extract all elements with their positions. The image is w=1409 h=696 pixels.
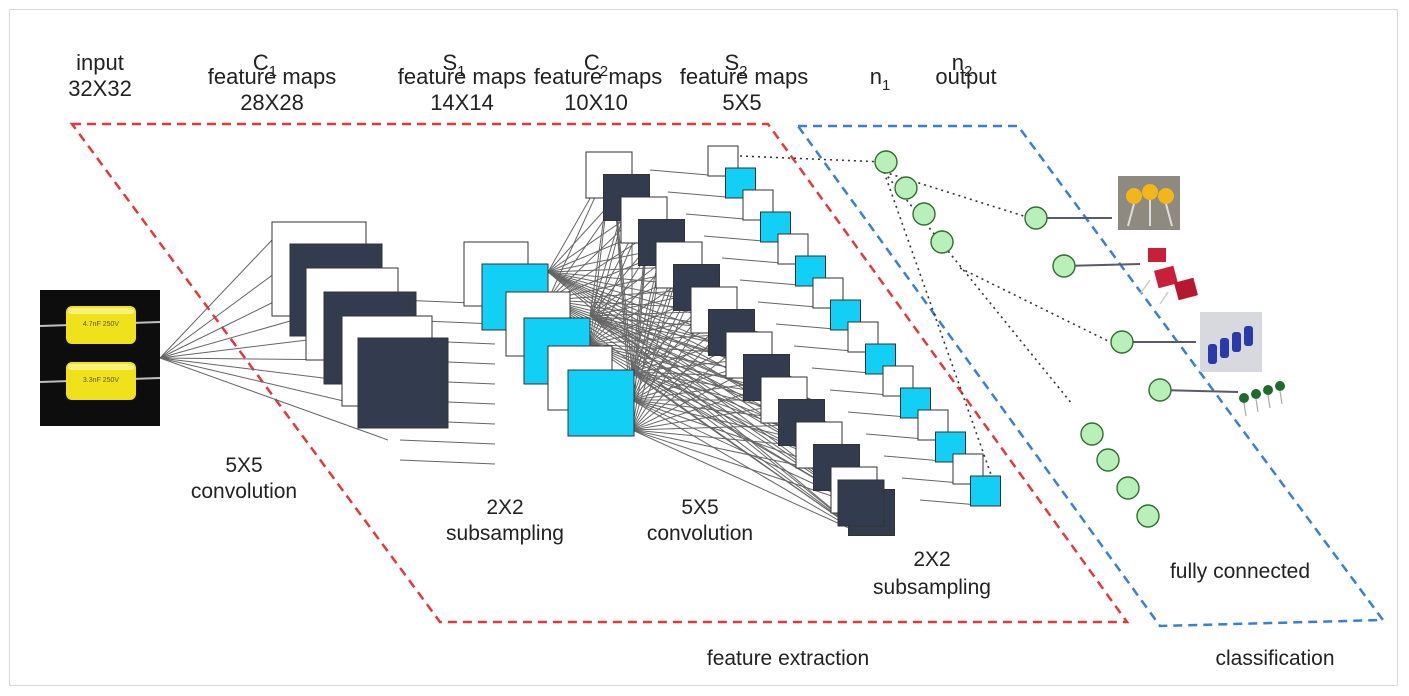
conv1-size: 5X5 xyxy=(225,454,262,477)
n1-neuron xyxy=(1080,422,1104,446)
output-icon-red-capacitors xyxy=(1139,248,1198,305)
classification-region xyxy=(795,124,1386,628)
sub2-size: 2X2 xyxy=(913,548,950,571)
svg-text:S1: S1 xyxy=(442,50,465,80)
s2-subscript: 2 xyxy=(739,63,747,80)
dense-connection-line xyxy=(547,299,863,507)
s1-letter: S xyxy=(442,50,457,75)
dotted-connection-line xyxy=(883,171,1001,501)
conv1-name: convolution xyxy=(191,480,297,503)
s2-letter: S xyxy=(724,50,739,75)
sub2-name: subsampling xyxy=(873,576,991,599)
conv2-name: convolution xyxy=(647,522,753,545)
dotted-connection-line xyxy=(739,155,885,163)
classification-label: classification xyxy=(1215,647,1334,670)
c1-kind: feature maps xyxy=(208,64,336,89)
svg-text:S2: S2 xyxy=(724,50,747,80)
dense-connection-line xyxy=(631,399,863,535)
dense-connection-line xyxy=(631,429,863,535)
c2-letter: C xyxy=(584,50,600,75)
c1-size: 28X28 xyxy=(240,90,304,115)
input-size: 32X32 xyxy=(68,76,132,101)
svg-text:n1: n1 xyxy=(870,64,891,94)
feature-extraction-label: feature extraction xyxy=(707,647,869,670)
n1-neuron xyxy=(1136,504,1160,528)
svg-text:n2: n2 xyxy=(952,50,973,80)
input-connection-line xyxy=(159,357,389,441)
n2-letter: n xyxy=(952,50,964,75)
s1-subscript: 1 xyxy=(457,63,465,80)
s1-size: 14X14 xyxy=(430,90,494,115)
n1-neuron xyxy=(1116,476,1140,500)
output-icon-green-capacitors xyxy=(1239,381,1285,417)
input-connection-line xyxy=(159,261,291,359)
c2-kind: feature maps xyxy=(534,64,662,89)
n1-neuron xyxy=(912,202,936,226)
feature-extraction-region xyxy=(69,122,1130,624)
output-connection-line xyxy=(1159,389,1239,393)
n1-letter: n xyxy=(870,64,882,89)
c2-feature-maps xyxy=(585,151,895,536)
capacitor-print-1: 4.7nF 250V xyxy=(83,321,120,328)
input-title: input xyxy=(76,50,124,75)
s1-map-cyan xyxy=(567,369,635,437)
n2-neuron xyxy=(1110,330,1134,354)
n1-subscript: 1 xyxy=(882,77,890,94)
s2-kind: feature maps xyxy=(680,64,808,89)
c1-map-dark xyxy=(357,337,449,429)
n1-neuron xyxy=(1096,448,1120,472)
c1-feature-maps xyxy=(271,221,449,429)
fully-connected-label: fully connected xyxy=(1170,560,1310,583)
n1-neuron xyxy=(874,150,898,174)
s1-kind: feature maps xyxy=(398,64,526,89)
dotted-connection-line xyxy=(959,267,1111,343)
dense-connection-line xyxy=(631,429,863,507)
c2-subscript: 2 xyxy=(600,63,608,80)
n1-neuron xyxy=(930,230,954,254)
capacitor-print-2: 3.3nF 250V xyxy=(83,377,120,384)
c2-size: 10X10 xyxy=(564,90,628,115)
c1-letter: C xyxy=(253,50,269,75)
n2-neuron xyxy=(1052,254,1076,278)
output-connection-line xyxy=(1063,263,1141,267)
output-icon-yellow-capacitors xyxy=(1118,176,1180,230)
output-icon-blue-capacitors xyxy=(1200,312,1262,372)
n2-neurons xyxy=(1024,206,1172,402)
n1-neurons xyxy=(874,150,1160,528)
c1-s1-connection-line xyxy=(399,439,496,445)
c1-subscript: 1 xyxy=(269,63,277,80)
s2-size: 5X5 xyxy=(722,90,761,115)
figure-frame xyxy=(9,9,1398,686)
output-label: output xyxy=(935,64,996,89)
n2-neuron xyxy=(1148,378,1172,402)
input-image: 4.7nF 250V 3.3nF 250V xyxy=(39,290,161,426)
n2-subscript: 2 xyxy=(964,63,972,80)
c2-map-dark xyxy=(837,479,885,527)
svg-text:C1: C1 xyxy=(253,50,277,80)
output-connections xyxy=(1036,217,1239,393)
input-connection-line xyxy=(159,239,273,359)
sub1-name: subsampling xyxy=(446,522,564,545)
n2-neuron xyxy=(1024,206,1048,230)
sub1-size: 2X2 xyxy=(486,496,523,519)
c1-s1-connection-line xyxy=(399,459,496,465)
n1-neuron xyxy=(894,176,918,200)
svg-text:C2: C2 xyxy=(584,50,608,80)
s1-feature-maps xyxy=(463,241,635,437)
conv2-size: 5X5 xyxy=(681,496,718,519)
s2-feature-maps xyxy=(707,145,1001,507)
s2-map-cyan xyxy=(970,475,1001,507)
